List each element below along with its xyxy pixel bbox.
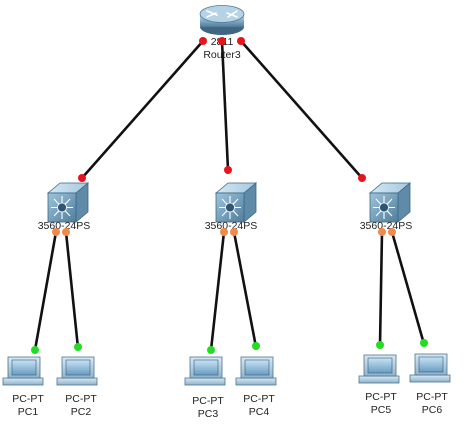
link-switch2-pc3[interactable]: [209, 230, 226, 352]
pc-model-label-4: PC-PT: [243, 393, 275, 405]
pc-name-label-6: PC6: [422, 404, 443, 416]
port-status-dot: [78, 174, 86, 182]
pc-name-label-5: PC5: [371, 404, 392, 416]
pc-screen-icon: [367, 357, 393, 374]
port-status-dot: [388, 228, 396, 236]
pc-screen-icon: [244, 359, 270, 376]
port-status-dot: [358, 174, 366, 182]
link-switch1-pc2[interactable]: [64, 230, 80, 350]
port-status-dot: [207, 346, 215, 354]
port-status-dot: [230, 228, 238, 236]
router-name-label: Router3: [203, 49, 241, 61]
pc-device-6[interactable]: PC-PT PC6: [409, 353, 451, 416]
port-status-dot: [31, 346, 39, 354]
pc-screen-icon: [65, 359, 91, 376]
pc-device-2[interactable]: PC-PT PC2: [56, 356, 98, 418]
pc-model-label-3: PC-PT: [192, 395, 224, 407]
port-indicator-layer: [31, 37, 428, 354]
port-status-dot: [62, 228, 70, 236]
pc-device-1[interactable]: PC-PT PC1: [2, 356, 44, 418]
switch-model-label-3: 3560-24PS: [360, 220, 413, 232]
switch-device-1[interactable]: 3560-24PS: [38, 182, 91, 232]
link-switch3-pc6[interactable]: [390, 230, 426, 346]
pc-device-4[interactable]: PC-PT PC4: [235, 356, 277, 418]
port-status-dot: [218, 37, 226, 45]
link-router-switch1[interactable]: [80, 39, 205, 180]
link-router-switch2[interactable]: [220, 39, 230, 172]
port-status-dot: [420, 339, 428, 347]
link-switch3-pc5[interactable]: [378, 230, 384, 347]
switch-device-3[interactable]: 3560-24PS: [360, 182, 413, 232]
router-arrows-icon: [206, 10, 238, 18]
pc-model-label-1: PC-PT: [12, 393, 44, 405]
port-status-dot: [376, 341, 384, 349]
pc-screen-icon: [418, 356, 444, 373]
port-status-dot: [252, 342, 260, 350]
pc-screen-icon: [11, 359, 37, 376]
port-status-dot: [220, 228, 228, 236]
port-status-dot: [224, 166, 232, 174]
pc-device-5[interactable]: PC-PT PC5: [358, 354, 400, 416]
router-device[interactable]: 2811 Router3: [199, 5, 245, 62]
pc-model-label-5: PC-PT: [365, 391, 397, 403]
link-router-switch3[interactable]: [239, 39, 364, 180]
port-status-dot: [74, 343, 82, 351]
pc-screen-icon: [193, 359, 219, 376]
link-switch1-pc1[interactable]: [33, 230, 58, 352]
pc-model-label-6: PC-PT: [416, 391, 448, 403]
pc-name-label-4: PC4: [249, 406, 270, 418]
link-switch2-pc4[interactable]: [232, 230, 258, 349]
pc-model-label-2: PC-PT: [65, 393, 97, 405]
port-status-dot: [237, 37, 245, 45]
pc-name-label-2: PC2: [71, 406, 92, 418]
cable-layer: [33, 39, 426, 352]
pc-name-label-3: PC3: [198, 408, 219, 420]
port-status-dot: [52, 228, 60, 236]
switch-model-label-1: 3560-24PS: [38, 220, 91, 232]
switch-model-label-2: 3560-24PS: [205, 220, 258, 232]
pc-device-3[interactable]: PC-PT PC3: [184, 356, 226, 420]
port-status-dot: [199, 37, 207, 45]
port-status-dot: [378, 228, 386, 236]
switch-device-2[interactable]: 3560-24PS: [205, 182, 258, 232]
pc-name-label-1: PC1: [18, 406, 39, 418]
